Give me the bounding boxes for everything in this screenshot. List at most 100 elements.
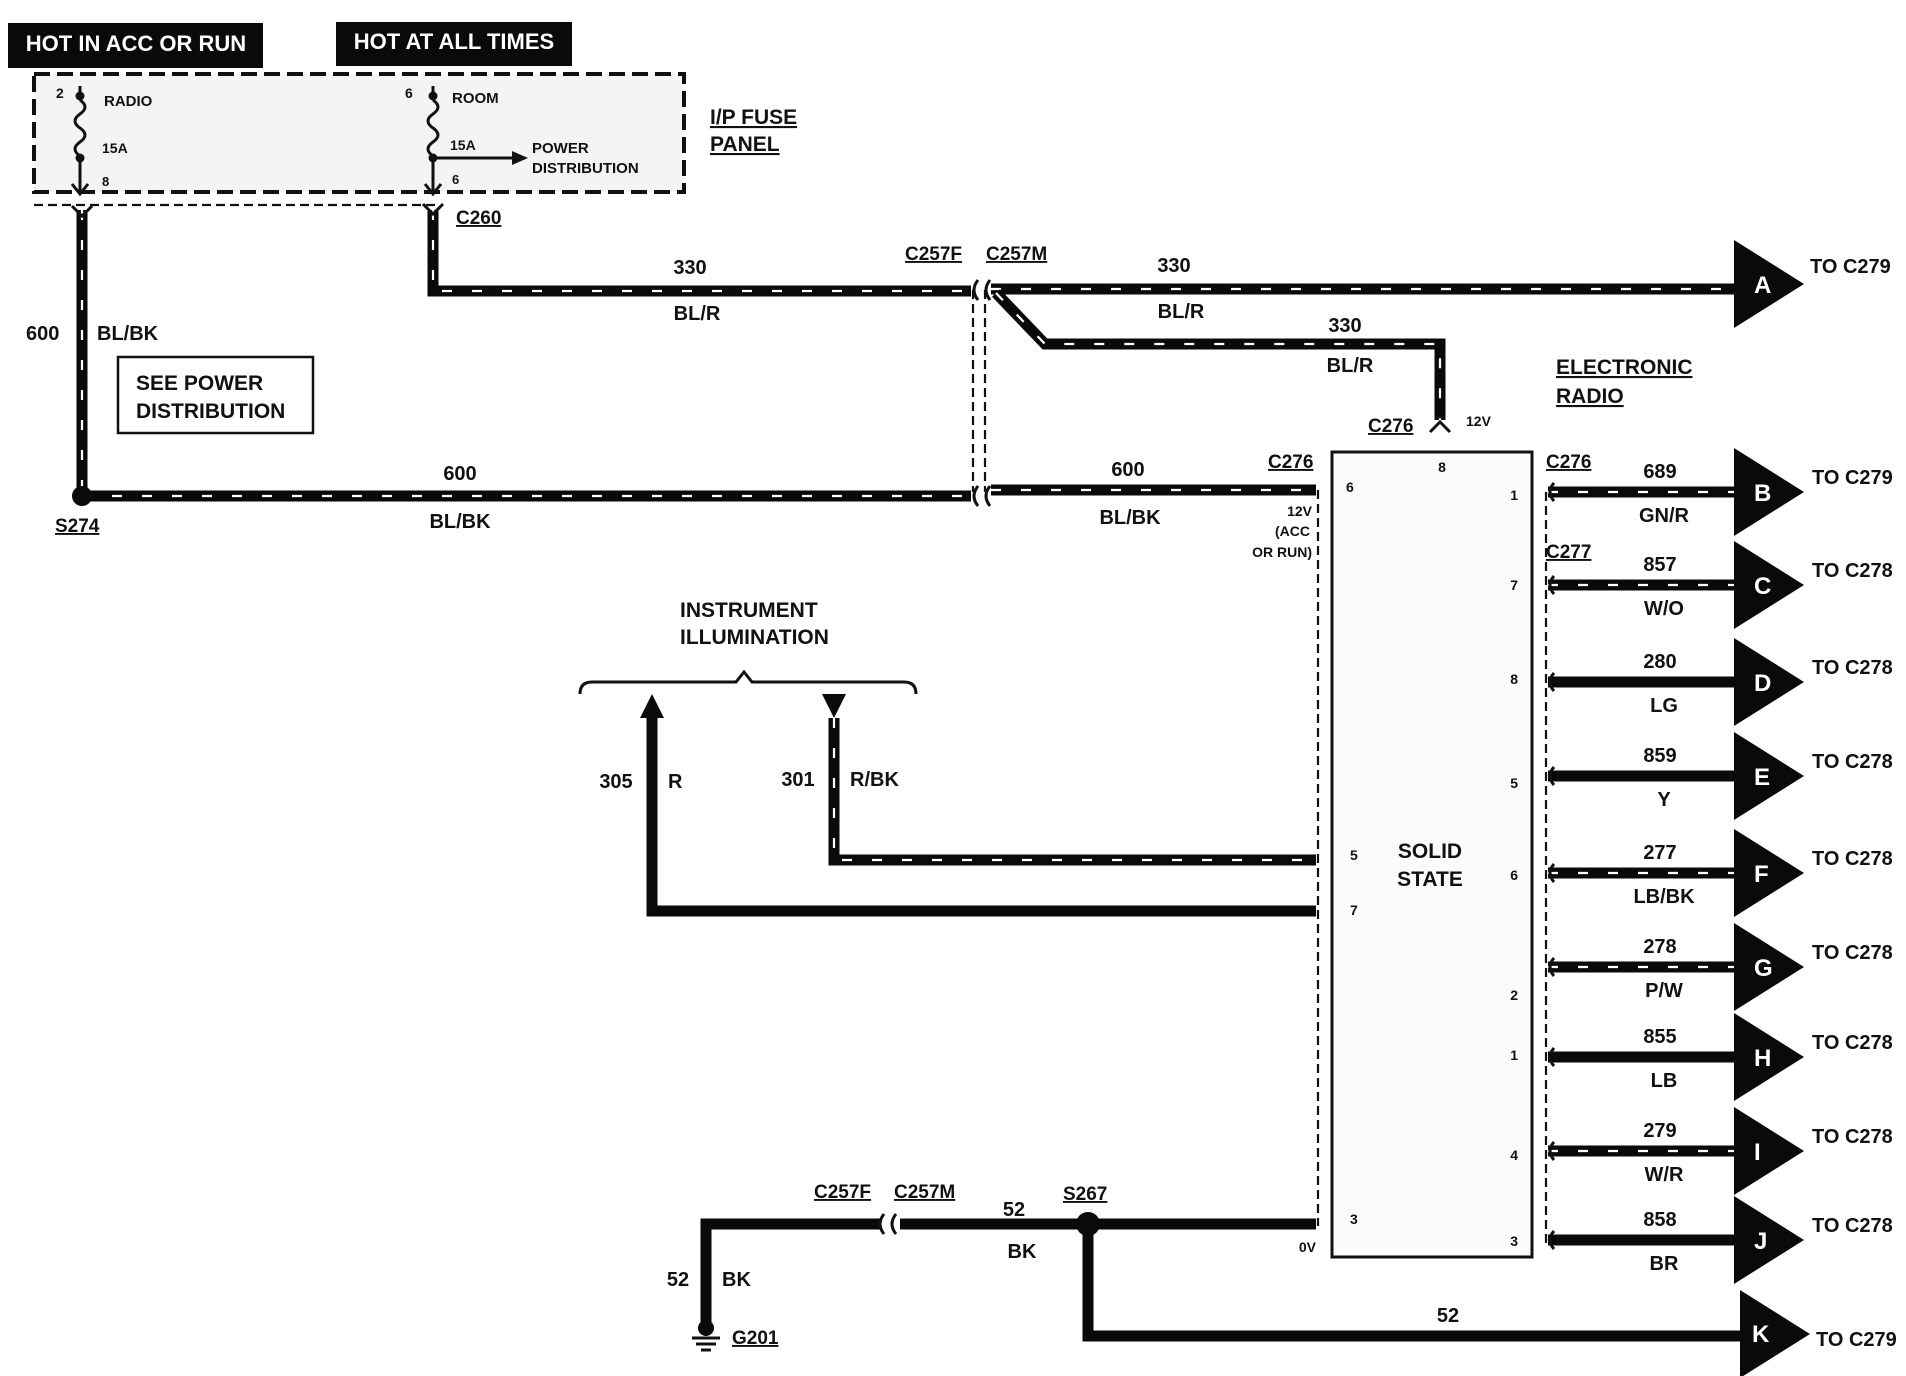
electronic-radio-label-1: ELECTRONIC bbox=[1556, 356, 1693, 379]
arrow-c-dest: TO C278 bbox=[1812, 560, 1893, 582]
c257f-bottom-label: C257F bbox=[814, 1182, 871, 1203]
arrow-h-icon bbox=[1734, 1013, 1804, 1101]
radio-fuse-rating: 15A bbox=[102, 140, 128, 156]
s274-label: S274 bbox=[55, 516, 100, 537]
w52-h-color: BK bbox=[1008, 1241, 1037, 1263]
c257-bottom-chevron bbox=[878, 1213, 898, 1235]
arrow-c-letter: C bbox=[1754, 573, 1771, 600]
wire-279-color: W/R bbox=[1645, 1164, 1684, 1186]
room-fuse-name: ROOM bbox=[452, 90, 499, 107]
arrow-e-letter: E bbox=[1754, 764, 1770, 791]
wire-52-k bbox=[1082, 1226, 1740, 1342]
output-i-chevron bbox=[1548, 1141, 1556, 1161]
c260-chevron bbox=[421, 202, 445, 217]
c260-label: C260 bbox=[456, 208, 501, 229]
solid-state-radio-module bbox=[1330, 450, 1534, 1259]
wire-277-color: LB/BK bbox=[1633, 886, 1695, 908]
wire-855-color: LB bbox=[1651, 1070, 1678, 1092]
s274-splice bbox=[72, 486, 92, 506]
instrument-label-2: ILLUMINATION bbox=[680, 626, 829, 649]
arrow-d-dest: TO C278 bbox=[1812, 657, 1893, 679]
output-j-chevron bbox=[1548, 1230, 1556, 1250]
wire-330-c-stripe bbox=[995, 292, 1442, 420]
arrow-g-dest: TO C278 bbox=[1812, 942, 1893, 964]
arrow-k-icon bbox=[1740, 1290, 1810, 1376]
power-dist-arrow-icon bbox=[512, 151, 528, 165]
radio-pin-left-6: 6 bbox=[1346, 479, 1354, 495]
output-d-chevron bbox=[1548, 672, 1556, 692]
hot-all-times-label: HOT AT ALL TIMES bbox=[354, 29, 554, 54]
w600-h2-num: 600 bbox=[1111, 459, 1144, 481]
wire-859-num: 859 bbox=[1643, 745, 1676, 767]
wire-301 bbox=[828, 718, 1316, 866]
arrow-a-icon bbox=[1734, 240, 1804, 328]
arrow-e-dest: TO C278 bbox=[1812, 751, 1893, 773]
room-fuse-rating: 15A bbox=[450, 137, 476, 153]
arrow-f-dest: TO C278 bbox=[1812, 848, 1893, 870]
instrument-label-1: INSTRUMENT bbox=[680, 599, 818, 622]
wire-305-arrow-icon bbox=[640, 694, 664, 718]
wire-330-c bbox=[992, 289, 1446, 420]
w52-v-color: BK bbox=[722, 1269, 751, 1291]
output-g-chevron bbox=[1548, 957, 1556, 977]
wire-859-color: Y bbox=[1657, 789, 1671, 811]
arrow-j-letter: J bbox=[1754, 1228, 1767, 1255]
wire-858-color: BR bbox=[1650, 1253, 1679, 1275]
wire-278-color: P/W bbox=[1645, 980, 1683, 1002]
volt-12v-left: 12V bbox=[1287, 503, 1313, 519]
arrow-k-dest: TO C279 bbox=[1816, 1329, 1897, 1351]
w52-v-num: 52 bbox=[667, 1269, 689, 1291]
volt-12v-top: 12V bbox=[1466, 413, 1492, 429]
radio-fuse-pin-out: 8 bbox=[102, 174, 109, 189]
radio-fuse-pin-in: 2 bbox=[56, 85, 64, 101]
power-dist-label-2: DISTRIBUTION bbox=[532, 160, 639, 177]
solid-state-label-1: SOLID bbox=[1398, 840, 1462, 863]
wire-301-stripe bbox=[832, 718, 1316, 862]
wire-330-a bbox=[427, 210, 971, 297]
w600-h2-color: BL/BK bbox=[1099, 507, 1161, 529]
radio-pin-right-e: 5 bbox=[1510, 775, 1518, 791]
hot-acc-run-label: HOT IN ACC OR RUN bbox=[26, 31, 246, 56]
w330-b-num: 330 bbox=[1157, 255, 1190, 277]
radio-pin-right-b: 1 bbox=[1510, 487, 1518, 503]
radio-fuse-dot-top bbox=[75, 91, 85, 101]
wire-group bbox=[76, 210, 1740, 1342]
s267-splice bbox=[1076, 1212, 1100, 1236]
see-power-label-1: SEE POWER bbox=[136, 372, 263, 395]
wire-858-num: 858 bbox=[1643, 1209, 1676, 1231]
room-fuse-pin-in: 6 bbox=[405, 85, 413, 101]
room-fuse-arrow-icon bbox=[423, 183, 443, 197]
radio-pin-right-f: 6 bbox=[1510, 867, 1518, 883]
c277-label: C277 bbox=[1546, 542, 1591, 563]
arrow-g-icon bbox=[1734, 923, 1804, 1011]
arrow-b-letter: B bbox=[1754, 480, 1771, 507]
w600-vert-color: BL/BK bbox=[97, 323, 159, 345]
output-f-chevron bbox=[1548, 863, 1556, 883]
g201-label: G201 bbox=[732, 1328, 779, 1349]
instrument-illumination-bracket bbox=[578, 669, 918, 695]
c276-left-label: C276 bbox=[1268, 452, 1313, 473]
room-fuse-pin-out: 6 bbox=[452, 172, 459, 187]
c257f-top-label: C257F bbox=[905, 244, 962, 265]
arrow-h-dest: TO C278 bbox=[1812, 1032, 1893, 1054]
power-dist-label-1: POWER bbox=[532, 140, 589, 157]
radio-pin-right-g: 2 bbox=[1510, 987, 1518, 1003]
c276-right-label: C276 bbox=[1546, 452, 1591, 473]
arrow-e-icon bbox=[1734, 732, 1804, 820]
c257-top-chevron bbox=[972, 279, 992, 301]
w330-a-color: BL/R bbox=[674, 303, 721, 325]
c257-dashed-link bbox=[971, 290, 987, 492]
w305-color: R bbox=[668, 771, 683, 793]
wire-305 bbox=[646, 718, 1316, 917]
wire-855-num: 855 bbox=[1643, 1026, 1676, 1048]
radio-pin-right-d: 8 bbox=[1510, 671, 1518, 687]
wire-52-ground bbox=[700, 1218, 880, 1324]
w301-num: 301 bbox=[781, 769, 814, 791]
arrow-a-dest: TO C279 bbox=[1810, 256, 1891, 278]
arrow-j-dest: TO C278 bbox=[1812, 1215, 1893, 1237]
w330-b-color: BL/R bbox=[1158, 301, 1205, 323]
ground-icon bbox=[692, 1320, 720, 1352]
w330-c-color: BL/R bbox=[1327, 355, 1374, 377]
